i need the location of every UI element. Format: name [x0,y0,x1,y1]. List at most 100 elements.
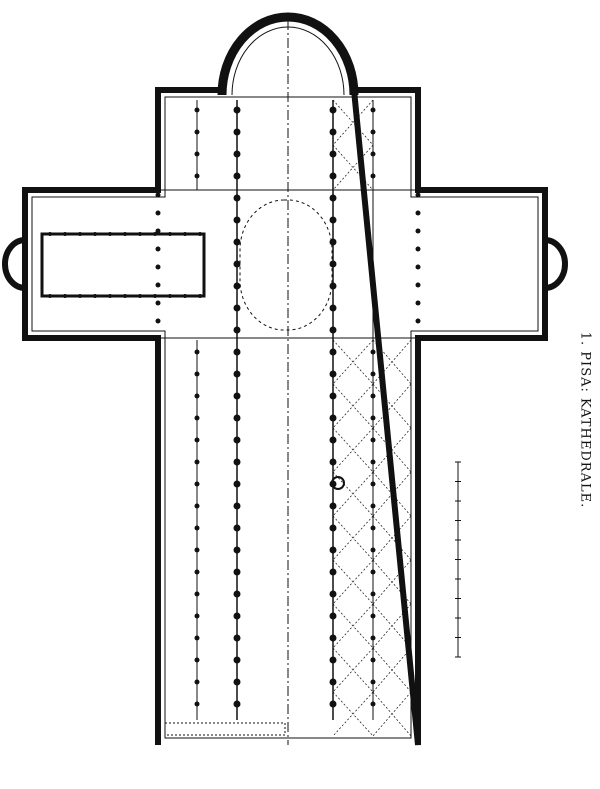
wall-pier [415,156,421,162]
wall-pier [415,408,421,414]
wall-pier [415,426,421,432]
column [329,216,337,224]
wall-pier [415,444,421,450]
choir-apse [217,12,359,96]
wall-pier [155,192,161,198]
column [138,294,142,298]
wall-pier [415,246,421,252]
vault-rib [372,471,412,517]
wall-pier [415,210,421,216]
left-transept-colonnade [40,232,206,298]
wall-pier [415,714,421,720]
column [370,481,376,487]
column [370,393,376,399]
wall-pier [415,606,421,612]
column [233,546,241,554]
wall-pier [155,660,161,666]
column [233,634,241,642]
column [370,437,376,443]
column [329,524,337,532]
column [329,480,337,488]
vault-rib [372,559,412,605]
wall-pier [415,282,421,288]
vault-rib [372,647,412,693]
column [329,106,337,114]
vault-rib [372,339,412,385]
crossing-dome [239,199,333,331]
vault-rib [332,427,374,473]
vault-rib [332,559,374,605]
column [329,260,337,268]
wall-pier [415,678,421,684]
column [194,657,200,663]
column [370,151,376,157]
wall-pier [155,588,161,594]
column [194,107,200,113]
wall-pier [155,462,161,468]
wall-pier [415,102,421,108]
column [63,232,67,236]
column [329,700,337,708]
wall-pier [415,336,421,342]
wall-pier [155,282,161,288]
column [370,701,376,707]
column [329,568,337,576]
column [153,232,157,236]
column [123,232,127,236]
vault-rib [332,515,374,561]
column [329,634,337,642]
column [194,151,200,157]
column [370,129,376,135]
left-transept-apse [2,237,26,291]
vault-rib [372,691,412,737]
wall-pier [155,318,161,324]
vault-hatching [332,99,412,737]
column [329,128,337,136]
wall-pier [415,300,421,306]
column [329,326,337,334]
wall-pier [155,264,161,270]
column [370,569,376,575]
column [370,415,376,421]
column [329,656,337,664]
column [194,547,200,553]
column [233,590,241,598]
column [194,393,200,399]
column [233,348,241,356]
wall-pier [155,174,161,180]
wall-pier [415,318,421,324]
column [370,349,376,355]
vault-rib [332,647,374,693]
wall-pier [155,534,161,540]
wall-pier [155,228,161,234]
column [108,294,112,298]
column [194,481,200,487]
column [329,436,337,444]
column [138,232,142,236]
column [48,294,52,298]
column [329,392,337,400]
column [233,392,241,400]
column [233,568,241,576]
wall-pier [415,228,421,234]
column [329,150,337,158]
column [183,294,187,298]
column [48,232,52,236]
column [370,547,376,553]
vault-rib [332,603,374,649]
column [233,238,241,246]
wall-pier [155,480,161,486]
column [233,524,241,532]
wall-pier [155,498,161,504]
wall-pier [415,390,421,396]
column [233,128,241,136]
wall-pier [155,408,161,414]
column [329,502,337,510]
column [198,294,202,298]
column [370,525,376,531]
column [194,613,200,619]
column [329,282,337,290]
wall-pier [415,462,421,468]
column [233,172,241,180]
